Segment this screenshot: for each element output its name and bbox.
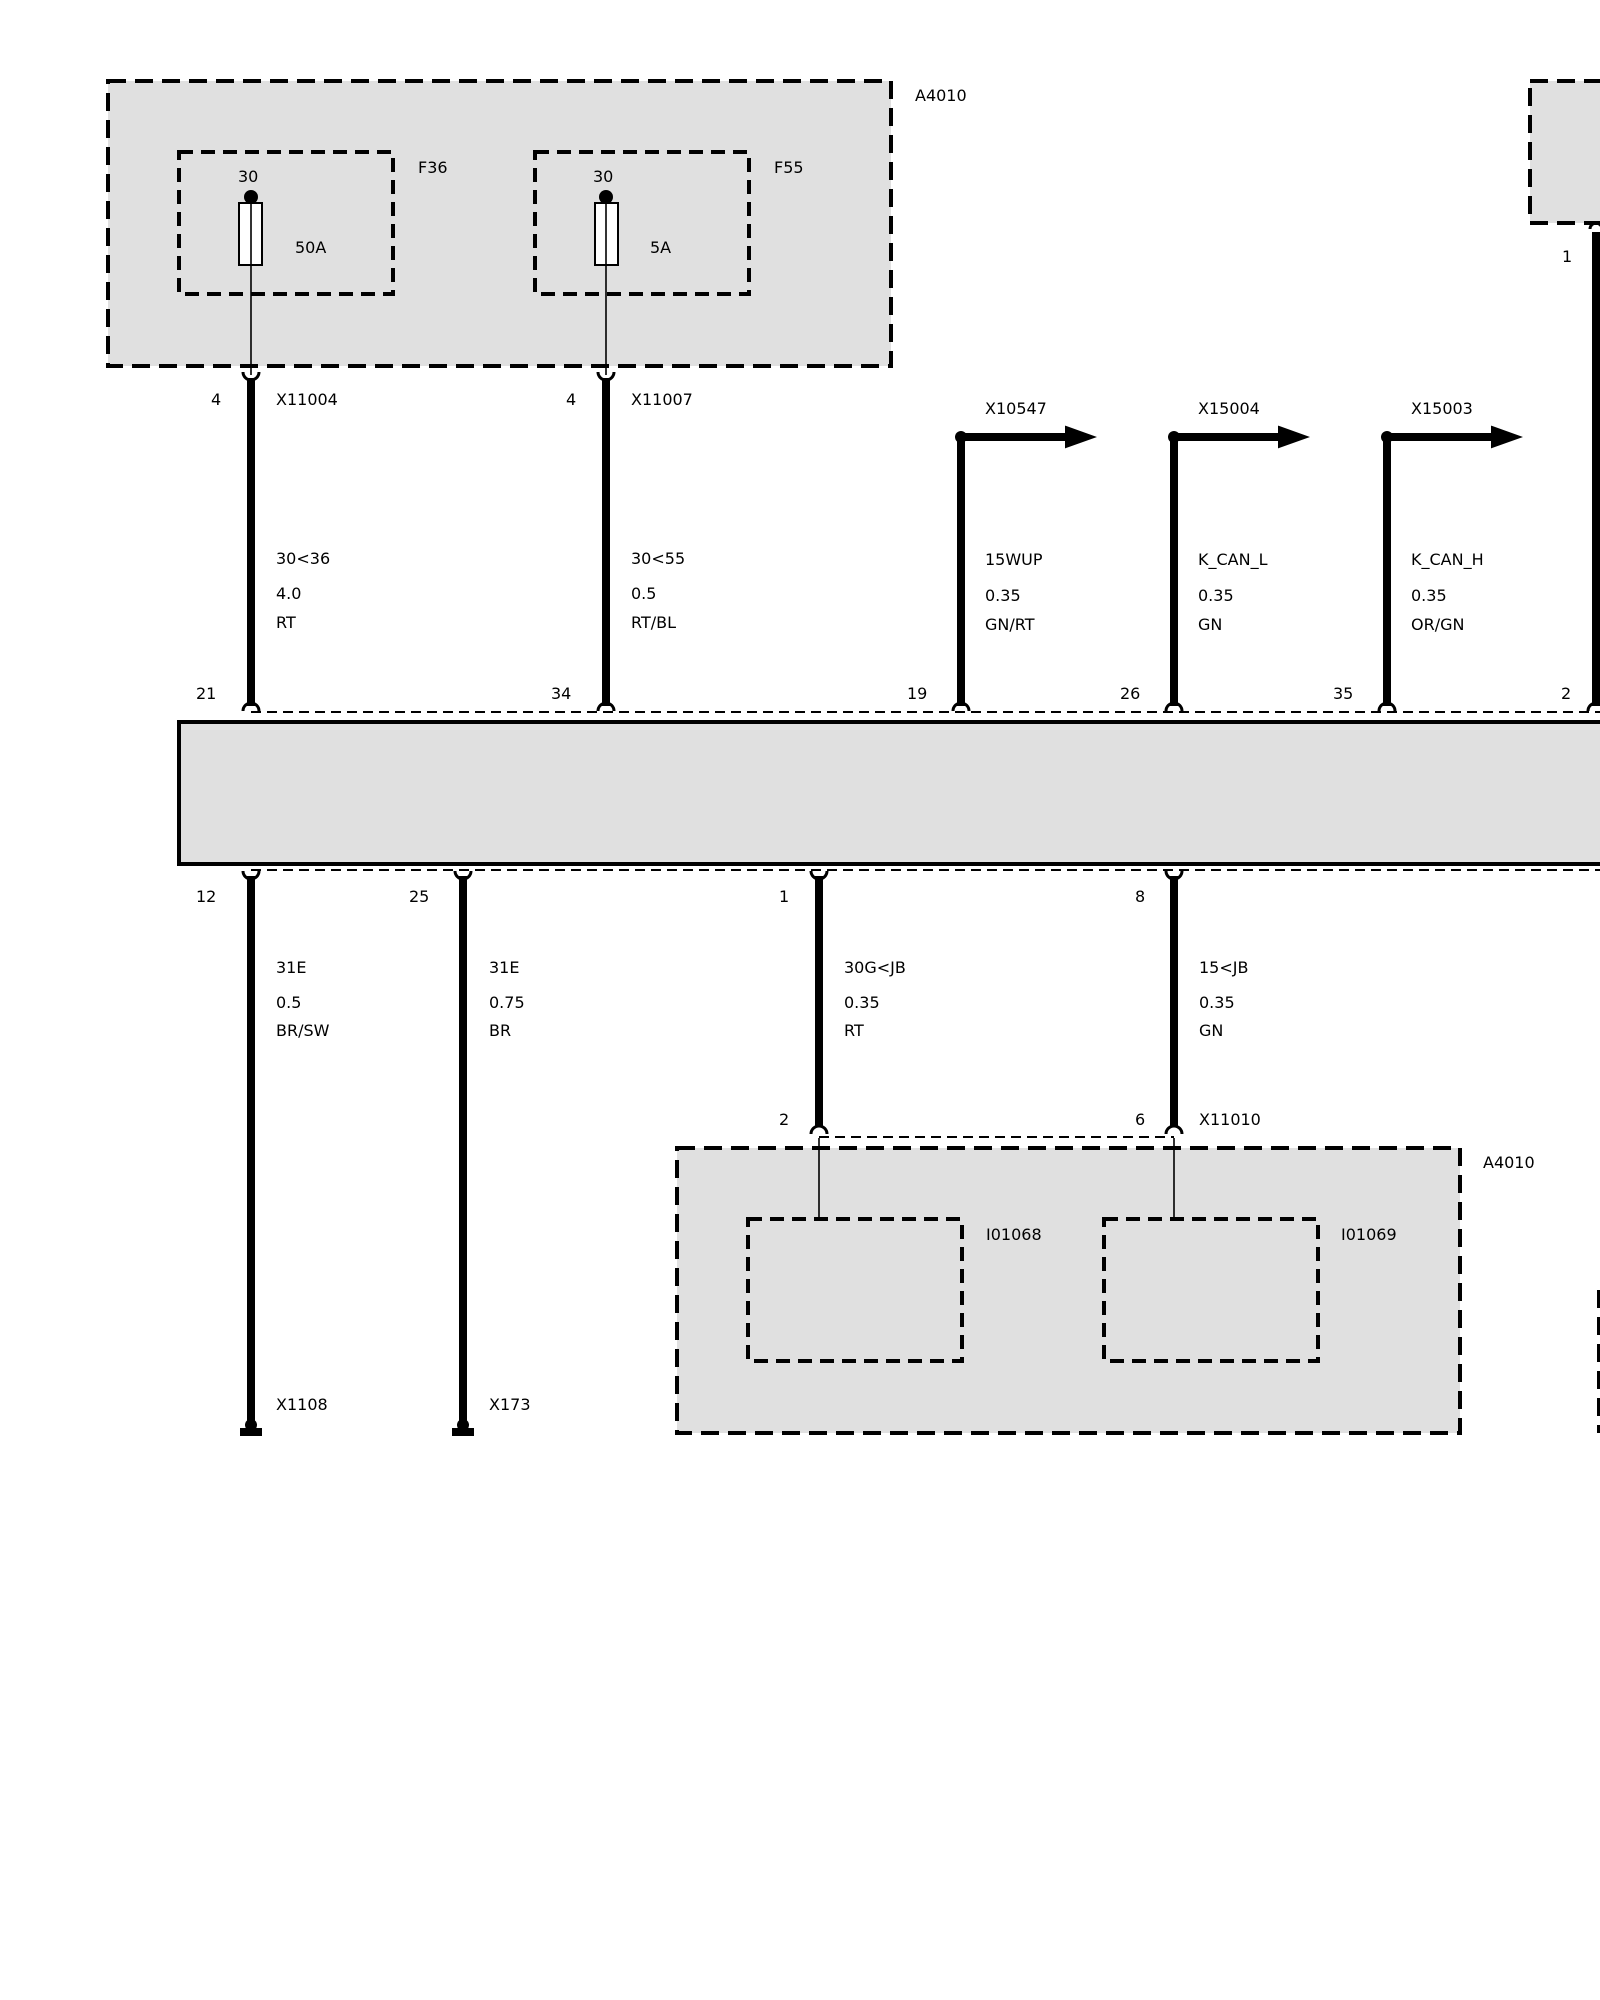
wire-30-55-color: RT/BL	[631, 613, 676, 632]
x15003-label: X15003	[1411, 399, 1473, 418]
x11010-pin-2-hook	[809, 1124, 829, 1135]
fuse-f36-box	[177, 150, 395, 296]
wire-31e-2-gauge: 0.75	[489, 993, 525, 1012]
fuse-f55-terminal: 30	[593, 167, 613, 186]
right-partial-box	[1528, 79, 1600, 225]
x15003-arrow-icon	[1491, 425, 1523, 449]
module-pin-35-hook	[1377, 701, 1397, 712]
ground-x173-label: X173	[489, 1395, 531, 1414]
module-pin-12: 12	[196, 887, 216, 906]
wire-31e-1-gauge: 0.5	[276, 993, 301, 1012]
wire-30-36-color: RT	[276, 613, 296, 632]
fuse-f55-rating: 5A	[650, 238, 671, 257]
wire-31e-1-color: BR/SW	[276, 1021, 330, 1040]
wire-30-36-signal: 30<36	[276, 549, 330, 568]
wire-k-can-l-color: GN	[1198, 615, 1222, 634]
x11010-pin-2: 2	[779, 1110, 789, 1129]
module-pin-21: 21	[196, 684, 216, 703]
wire-15wup-signal: 15WUP	[985, 550, 1043, 569]
ground-x1108-label: X1108	[276, 1395, 328, 1414]
wire-30g-jb-signal: 30G<JB	[844, 958, 906, 977]
module-pin-25: 25	[409, 887, 429, 906]
wire-k-can-h-color: OR/GN	[1411, 615, 1464, 634]
fuse-f36-rating: 50A	[295, 238, 326, 257]
module-pin-26: 26	[1120, 684, 1140, 703]
wire-30-36-gauge: 4.0	[276, 584, 301, 603]
wire-k-can-h-signal: K_CAN_H	[1411, 550, 1484, 570]
x10547-arrow-icon	[1065, 425, 1097, 449]
x11010-pin-6: 6	[1135, 1110, 1145, 1129]
x11007-label: X11007	[631, 390, 693, 409]
module-pin-19-hook	[951, 701, 971, 712]
module-pin-2: 2	[1561, 684, 1571, 703]
module-pin-19: 19	[907, 684, 927, 703]
wire-k-can-l-signal: K_CAN_L	[1198, 550, 1268, 570]
module-pin-2-hook	[1586, 701, 1600, 712]
right-box-pin: 1	[1562, 247, 1572, 266]
wire-30g-jb-gauge: 0.35	[844, 993, 880, 1012]
x11010-pin-6-hook	[1164, 1124, 1184, 1135]
wire-30g-jb-color: RT	[844, 1021, 864, 1040]
right-box-pin-hook	[1588, 221, 1600, 230]
bottom-box-label: A4010	[1483, 1153, 1535, 1172]
wire-15-jb-gauge: 0.35	[1199, 993, 1235, 1012]
wire-31e-1-signal: 31E	[276, 958, 306, 977]
wire-31e-2-signal: 31E	[489, 958, 519, 977]
x15004-label: X15004	[1198, 399, 1260, 418]
module-pin-34-hook	[596, 701, 616, 712]
fuse-f55-name: F55	[774, 158, 804, 177]
wire-k-can-l-gauge: 0.35	[1198, 586, 1234, 605]
module-pin-34: 34	[551, 684, 571, 703]
x10547-label: X10547	[985, 399, 1047, 418]
wire-30-55-signal: 30<55	[631, 549, 685, 568]
wire-15wup-gauge: 0.35	[985, 586, 1021, 605]
wire-k-can-h-gauge: 0.35	[1411, 586, 1447, 605]
module-pin-35: 35	[1333, 684, 1353, 703]
module-pin-1: 1	[779, 887, 789, 906]
x11007-top-pin: 4	[566, 390, 576, 409]
module-pin-8: 8	[1135, 887, 1145, 906]
x15004-arrow-icon	[1278, 425, 1310, 449]
fuse-f36-terminal: 30	[238, 167, 258, 186]
wire-15-jb-signal: 15<JB	[1199, 958, 1248, 977]
i01068-box	[746, 1217, 964, 1363]
i01069-box	[1102, 1217, 1320, 1363]
i01068-label: I01068	[986, 1225, 1042, 1244]
fuse-f55-box	[533, 150, 751, 296]
wire-31e-2-color: BR	[489, 1021, 511, 1040]
wire-30-55-gauge: 0.5	[631, 584, 656, 603]
control-module	[177, 720, 1600, 866]
wire-15-jb-color: GN	[1199, 1021, 1223, 1040]
x11004-label: X11004	[276, 390, 338, 409]
x11004-top-pin: 4	[211, 390, 221, 409]
x11010-label: X11010	[1199, 1110, 1261, 1129]
wire-15wup-color: GN/RT	[985, 615, 1035, 634]
module-pin-26-hook	[1164, 701, 1184, 712]
i01069-label: I01069	[1341, 1225, 1397, 1244]
top-box-label: A4010	[915, 86, 967, 105]
fuse-f36-name: F36	[418, 158, 448, 177]
module-pin-21-hook	[241, 701, 261, 712]
